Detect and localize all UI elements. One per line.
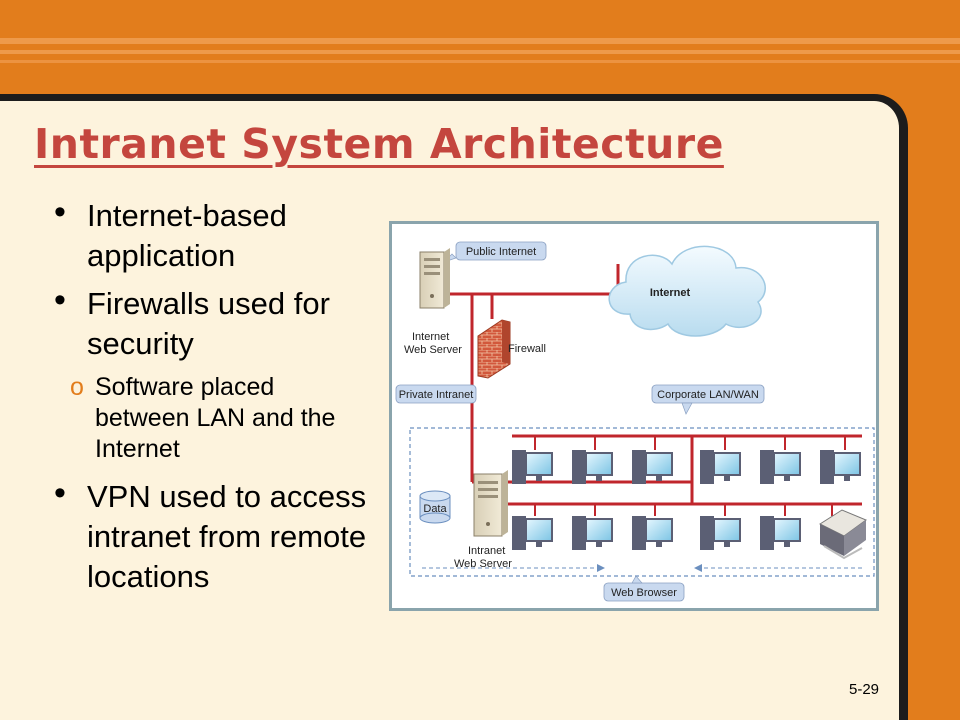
callout-corporate-lan-wan-label: Corporate LAN/WAN xyxy=(657,389,759,401)
database-icon: Data xyxy=(419,490,451,524)
bullet-dot-icon: • xyxy=(54,474,66,512)
intranet-web-server-label-line2: Web Server xyxy=(454,558,512,570)
stripe xyxy=(0,60,960,63)
workstation-icon xyxy=(632,516,673,550)
callout-web-browser-label: Web Browser xyxy=(611,587,677,599)
internet-links xyxy=(437,264,620,482)
stripe xyxy=(0,38,960,44)
bullet-text: Firewalls used for security xyxy=(87,286,330,361)
sub-bullet-text: Software placed between LAN and the Inte… xyxy=(95,373,336,463)
workstation-icon xyxy=(760,516,801,550)
callout-public-internet: Public Internet xyxy=(443,241,547,263)
printer-icon xyxy=(818,509,868,560)
bullet-dot-icon: • xyxy=(54,193,66,231)
workstation-icon xyxy=(700,516,741,550)
callout-corporate-lan-wan: Corporate LAN/WAN xyxy=(651,384,765,415)
workstation-icon xyxy=(512,516,553,550)
firewall-label: Firewall xyxy=(508,343,546,355)
bullet-item: • VPN used to access intranet from remot… xyxy=(50,474,370,597)
bullet-item: • Firewalls used for security xyxy=(50,281,370,364)
intranet-web-server-icon xyxy=(473,470,508,537)
sub-bullet-marker-icon: o xyxy=(70,373,84,401)
callout-private-intranet-label: Private Intranet xyxy=(399,389,474,401)
callout-web-browser: Web Browser xyxy=(422,564,862,602)
internet-web-server-label-line2: Web Server xyxy=(404,344,462,356)
lan-bus xyxy=(472,434,862,516)
workstation-icon xyxy=(632,450,673,484)
callout-private-intranet: Private Intranet xyxy=(395,384,477,404)
sub-bullet-item: o Software placed between LAN and the In… xyxy=(50,372,370,465)
bullet-dot-icon: • xyxy=(54,281,66,319)
firewall-icon xyxy=(477,319,511,379)
internet-label: Internet xyxy=(650,287,691,299)
bullet-list: • Internet-based application • Firewalls… xyxy=(50,193,370,605)
architecture-diagram-svg: Public Internet Internet Internet Web Se… xyxy=(395,241,875,602)
workstation-icon xyxy=(512,450,553,484)
lan-boundary xyxy=(409,427,875,577)
stripe xyxy=(0,50,960,54)
workstation-icon xyxy=(572,516,613,550)
top-stripes xyxy=(0,0,960,96)
bullet-text: Internet-based application xyxy=(87,198,287,273)
workstation-icon xyxy=(700,450,741,484)
callout-public-internet-label: Public Internet xyxy=(466,246,536,258)
workstation-icon xyxy=(572,450,613,484)
page-number: 5-29 xyxy=(849,681,880,698)
slide-title: Intranet System Architecture xyxy=(34,120,724,168)
internet-web-server-icon xyxy=(419,248,450,309)
workstation-icon xyxy=(820,450,861,484)
bullet-text: VPN used to access intranet from remote … xyxy=(87,479,367,594)
data-label: Data xyxy=(423,503,447,515)
bullet-item: • Internet-based application xyxy=(50,193,370,276)
internet-web-server-label-line1: Internet xyxy=(412,331,449,343)
intranet-web-server-label-line1: Intranet xyxy=(468,545,505,557)
internet-cloud-icon: Internet xyxy=(608,245,766,337)
workstation-icon xyxy=(760,450,801,484)
architecture-diagram: Public Internet Internet Internet Web Se… xyxy=(389,221,879,611)
